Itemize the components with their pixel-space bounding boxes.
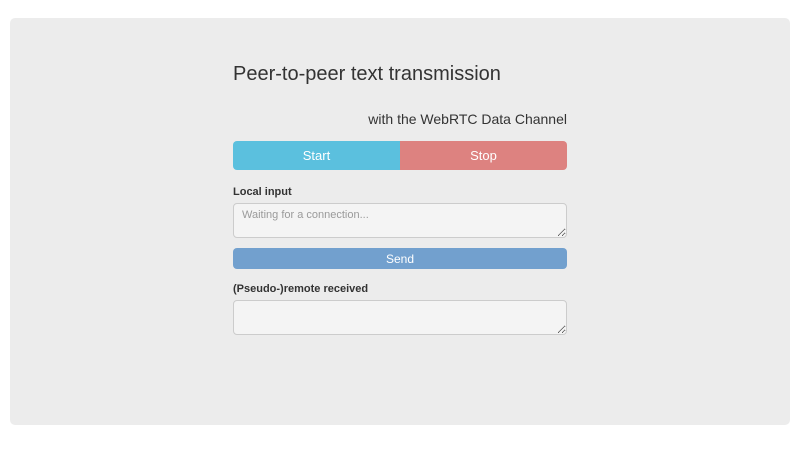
stop-button[interactable]: Stop <box>400 141 567 170</box>
main-panel: Peer-to-peer text transmission with the … <box>10 18 790 425</box>
start-button[interactable]: Start <box>233 141 400 170</box>
content-column: Peer-to-peer text transmission with the … <box>233 18 567 335</box>
start-stop-button-group: Start Stop <box>233 141 567 170</box>
page-subtitle: with the WebRTC Data Channel <box>368 111 567 127</box>
remote-received-textarea[interactable] <box>233 300 567 335</box>
remote-received-label: (Pseudo-)remote received <box>233 283 369 295</box>
send-button[interactable]: Send <box>233 248 567 269</box>
local-input-label: Local input <box>233 186 292 198</box>
local-input-textarea[interactable] <box>233 203 567 238</box>
page-title: Peer-to-peer text transmission <box>233 63 501 85</box>
